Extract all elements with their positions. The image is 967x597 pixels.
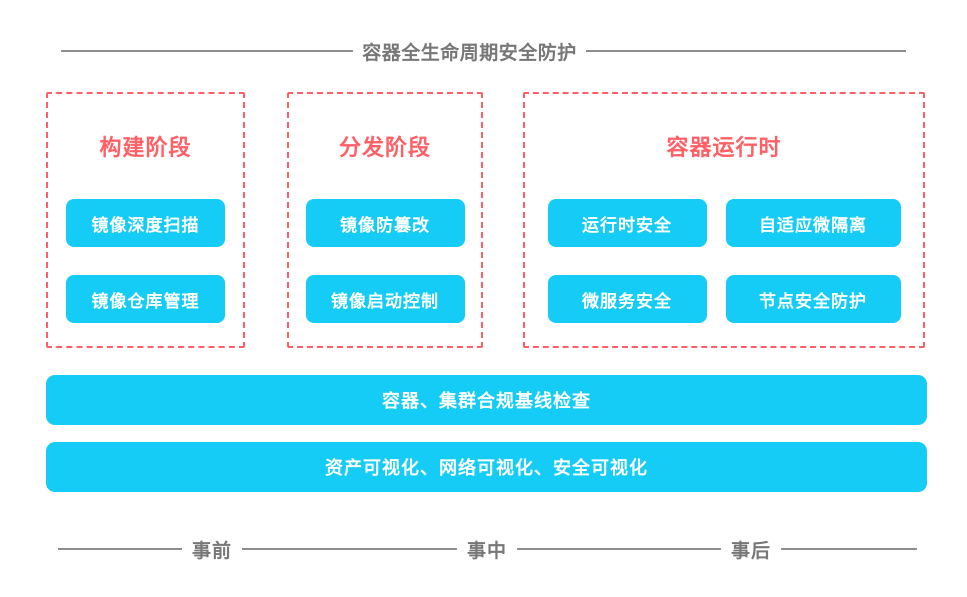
timeline-rule-4 — [781, 548, 918, 550]
capability-pill-image-registry-mgmt[interactable]: 镜像仓库管理 — [66, 275, 225, 323]
timeline-label-after: 事后 — [731, 540, 772, 562]
timeline-rule-1 — [58, 548, 182, 550]
capability-pill-image-tamper-proof[interactable]: 镜像防篡改 — [305, 199, 465, 247]
phase-items-distribution: 镜像防篡改 镜像启动控制 — [289, 199, 481, 328]
phase-title-runtime: 容器运行时 — [666, 135, 782, 160]
phase-items-build: 镜像深度扫描 镜像仓库管理 — [48, 199, 243, 328]
phase-title-build: 构建阶段 — [99, 135, 192, 160]
phase-panel-build: 构建阶段 镜像深度扫描 镜像仓库管理 — [46, 92, 245, 348]
diagram-title: 容器全生命周期安全防护 — [362, 42, 577, 64]
capability-pill-adaptive-micro-segmentation[interactable]: 自适应微隔离 — [725, 199, 901, 247]
capability-pill-node-security[interactable]: 节点安全防护 — [725, 275, 901, 323]
timeline-rule-2 — [242, 548, 458, 550]
phase-title-distribution: 分发阶段 — [338, 135, 431, 160]
capability-pill-microservice-security[interactable]: 微服务安全 — [547, 275, 707, 323]
phase-items-runtime: 运行时安全 自适应微隔离 微服务安全 节点安全防护 — [525, 199, 923, 328]
phase-panel-runtime: 容器运行时 运行时安全 自适应微隔离 微服务安全 节点安全防护 — [523, 92, 925, 348]
diagram-header: 容器全生命周期安全防护 — [0, 36, 967, 66]
timeline-label-during: 事中 — [467, 540, 508, 562]
capability-pill-image-deep-scan[interactable]: 镜像深度扫描 — [66, 199, 225, 247]
platform-bar-compliance-baseline[interactable]: 容器、集群合规基线检查 — [46, 375, 927, 425]
platform-bar-visualization[interactable]: 资产可视化、网络可视化、安全可视化 — [46, 442, 927, 492]
timeline: 事前 事中 事后 — [58, 534, 918, 564]
phase-panel-distribution: 分发阶段 镜像防篡改 镜像启动控制 — [287, 92, 483, 348]
timeline-label-before: 事前 — [192, 540, 233, 562]
header-rule-left — [61, 50, 354, 52]
header-rule-right — [585, 50, 906, 52]
timeline-rule-3 — [517, 548, 722, 550]
capability-pill-image-launch-control[interactable]: 镜像启动控制 — [305, 275, 465, 323]
capability-pill-runtime-security[interactable]: 运行时安全 — [547, 199, 707, 247]
